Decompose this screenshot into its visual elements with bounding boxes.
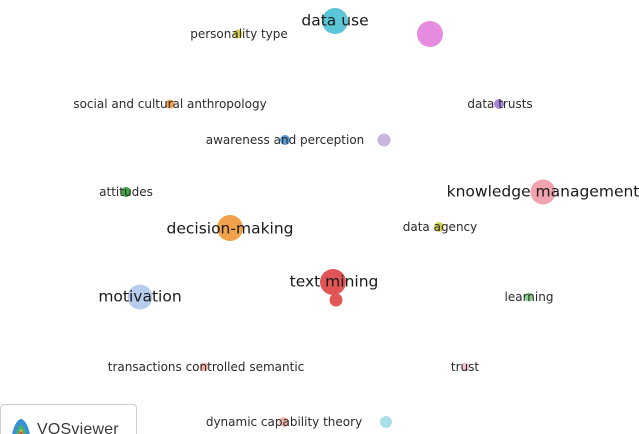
label-personality-type[interactable]: personality type (190, 27, 288, 41)
label-data-trusts[interactable]: data trusts (467, 97, 533, 111)
node-attitudes[interactable] (121, 187, 131, 197)
node-learning[interactable] (524, 292, 534, 302)
node-unlabeled-magenta[interactable] (417, 21, 443, 47)
node-knowledge-management[interactable] (530, 179, 556, 205)
node-text-mining[interactable] (320, 269, 346, 295)
node-unlabeled-cyan-bottom[interactable] (380, 416, 392, 428)
node-unlabeled-lavender[interactable] (377, 133, 391, 147)
label-transactions-controlled-semantic[interactable]: transactions controlled semantic (107, 360, 305, 374)
node-data-use[interactable] (322, 8, 348, 34)
label-attitudes[interactable]: attitudes (99, 185, 153, 199)
label-trust[interactable]: trust (450, 360, 480, 374)
node-social-cultural-anthropology[interactable] (165, 99, 175, 109)
label-knowledge-management[interactable]: knowledge management (446, 182, 639, 201)
label-decision-making[interactable]: decision-making (166, 219, 294, 238)
node-data-agency[interactable] (434, 222, 444, 232)
label-motivation[interactable]: motivation (98, 287, 182, 306)
node-text-mining-sub[interactable] (329, 293, 343, 307)
node-data-trusts[interactable] (494, 99, 504, 109)
node-transactions-controlled-semantic[interactable] (199, 362, 209, 372)
node-dynamic-capability-theory[interactable] (279, 417, 289, 427)
label-social-cultural-anthropology[interactable]: social and cultural anthropology (73, 97, 267, 111)
label-data-agency[interactable]: data agency (402, 220, 478, 234)
node-awareness-perception[interactable] (280, 135, 290, 145)
label-learning[interactable]: learning (504, 290, 554, 304)
label-text-mining[interactable]: text mining (289, 272, 379, 291)
node-personality-type[interactable] (233, 29, 243, 39)
vosviewer-brand-text: VOSviewer (37, 421, 119, 434)
node-decision-making[interactable] (217, 215, 243, 241)
label-data-use[interactable]: data use (301, 11, 369, 30)
vosviewer-brand: VOSviewer (0, 404, 137, 434)
label-dynamic-capability-theory[interactable]: dynamic capability theory (205, 415, 363, 429)
label-awareness-perception[interactable]: awareness and perception (205, 133, 365, 147)
node-motivation[interactable] (127, 284, 153, 310)
node-trust[interactable] (460, 362, 470, 372)
vosviewer-logo-icon (10, 417, 32, 434)
